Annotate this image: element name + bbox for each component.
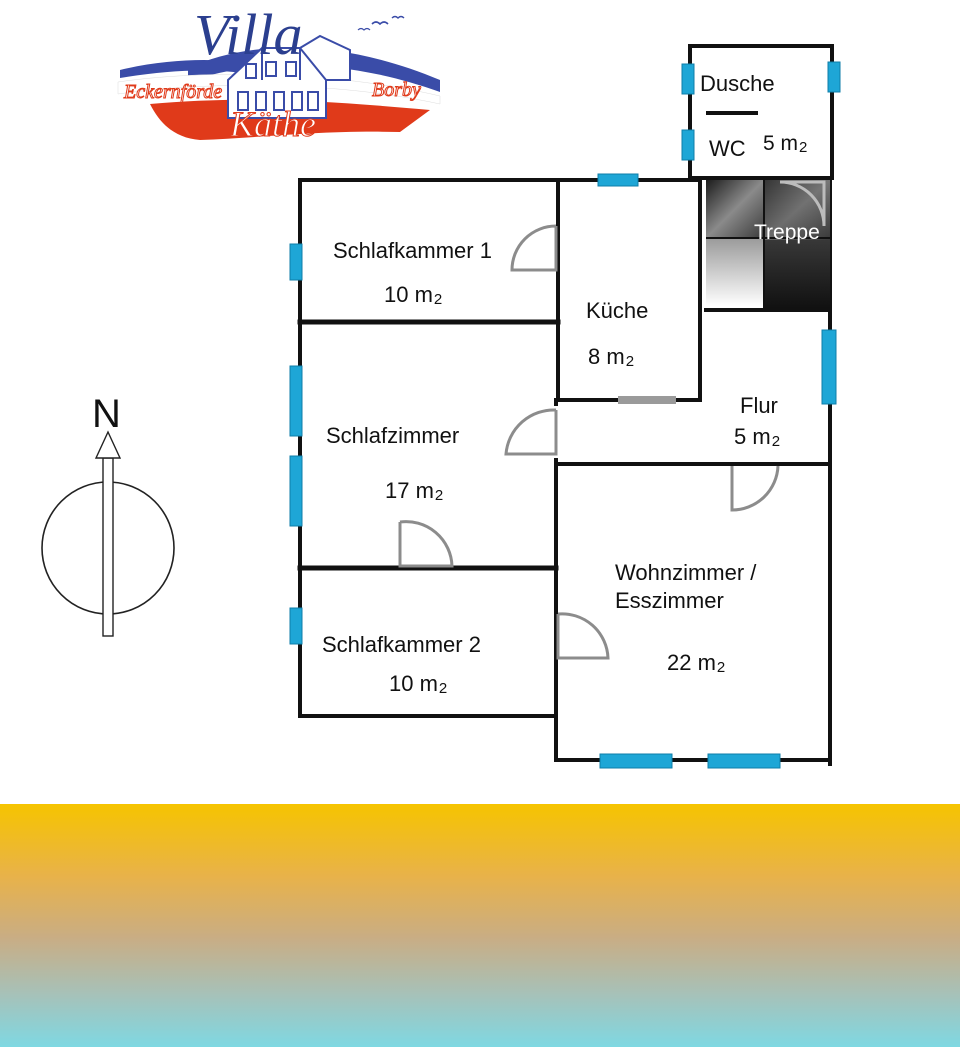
room-label-schlafkammer1: Schlafkammer 1: [333, 238, 492, 263]
window-dusche-east: [827, 61, 841, 93]
room-label-flur: Flur: [740, 393, 778, 418]
door-kueche-icon: [618, 396, 676, 404]
seagull-icon: [391, 15, 405, 19]
room-area-kueche: 8 m2: [588, 344, 635, 370]
room-label-wohnzimmer: Wohnzimmer /: [615, 560, 757, 585]
logo-place-left: Eckernförde: [123, 81, 223, 103]
room-area-wc: 5 m2: [763, 132, 808, 156]
window-schlafzimmer-west-2: [289, 455, 303, 527]
room-label-dusche: Dusche: [700, 71, 775, 96]
window-schlafkammer2-west: [289, 607, 303, 645]
room-area-schlafkammer2: 10 m2: [389, 671, 448, 697]
window-wohnzimmer-south-2: [707, 753, 781, 769]
room-area-schlafkammer1: 10 m2: [384, 282, 443, 308]
north-arrow-icon: [94, 430, 122, 459]
wall-dusche-wc: [688, 44, 834, 180]
door-schlafzimmer-icon: [398, 520, 454, 568]
window-wohnzimmer-south-1: [599, 753, 673, 769]
treppe-stairs: [706, 180, 830, 308]
window-kueche-north: [597, 173, 639, 187]
north-compass: [41, 430, 175, 637]
room-label-wc: WC: [709, 136, 746, 161]
logo-red-band: [150, 99, 430, 140]
room-label-schlafzimmer: Schlafzimmer: [326, 423, 460, 448]
room-area-wohnzimmer: 22 m2: [667, 650, 726, 676]
stair-door-icon: [779, 180, 826, 227]
window-flur-east: [821, 329, 837, 405]
room-area-flur: 5 m2: [734, 424, 781, 450]
decorative-gradient-band: [0, 804, 960, 1047]
room-area-schlafzimmer: 17 m2: [385, 478, 444, 504]
window-schlafkammer1-west: [289, 243, 303, 281]
window-wc-west: [681, 129, 695, 161]
door-schlafzimmer-flur-icon: [504, 408, 558, 456]
windows: [289, 61, 841, 769]
room-label-esszimmer: Esszimmer: [615, 588, 724, 613]
room-label-schlafkammer2: Schlafkammer 2: [322, 632, 481, 657]
door-wohnzimmer-west-icon: [556, 612, 610, 660]
logo-brand-villa: Villa: [194, 2, 303, 67]
window-dusche-west: [681, 63, 695, 95]
room-label-kueche: Küche: [586, 298, 649, 323]
doors: [398, 224, 780, 660]
seagull-icon: [371, 21, 389, 26]
logo-house-icon: [227, 34, 351, 119]
window-schlafzimmer-west-1: [289, 365, 303, 437]
logo-place-right: Borby: [372, 79, 422, 101]
door-wohnzimmer-flur-icon: [730, 465, 780, 512]
compass-north-label: N: [92, 392, 121, 436]
room-label-treppe: Treppe: [754, 221, 820, 244]
villa-kaethe-logo: [117, 15, 441, 140]
door-schlafkammer1-icon: [510, 224, 558, 272]
compass-needle: [102, 457, 114, 637]
logo-brand-kaethe: Käthe: [230, 104, 317, 144]
seagull-icon: [357, 27, 371, 31]
